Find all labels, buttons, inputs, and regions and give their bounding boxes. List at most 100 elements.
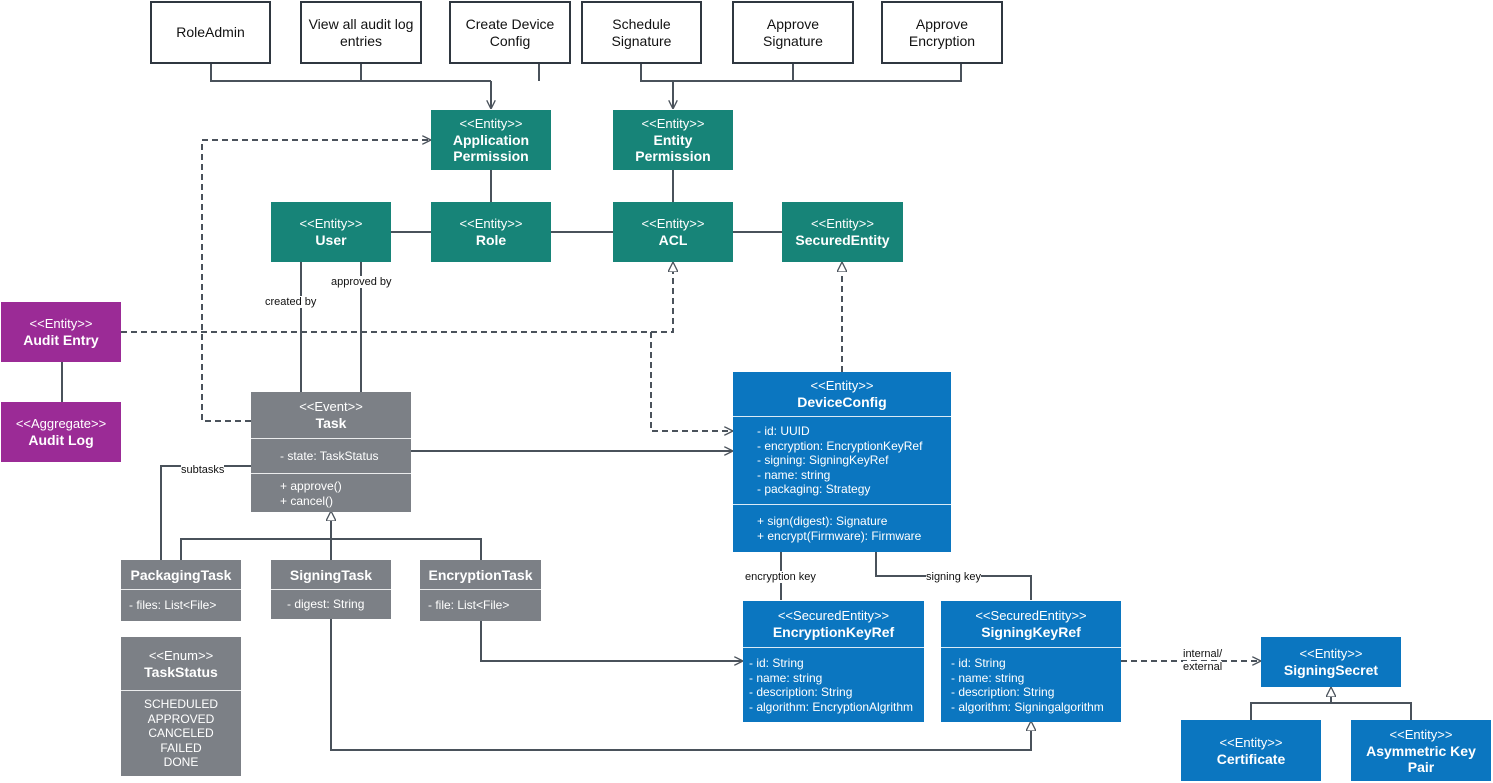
entity-name: SecuredEntity	[795, 232, 890, 248]
device-config-attributes: - id: UUID - encryption: EncryptionKeyRe…	[733, 416, 951, 504]
signing-task-header: SigningTask	[271, 560, 391, 589]
audit-entry-entity: <<Entity>> Audit Entry	[1, 302, 121, 362]
edge-label-created-by: created by	[265, 296, 317, 308]
edge-label-internal: internal/	[1183, 648, 1223, 660]
attribute: - packaging: Strategy	[757, 482, 871, 497]
edge-label-external: external	[1183, 661, 1223, 673]
enum-value: SCHEDULED	[143, 697, 218, 712]
signing-key-ref-attributes: - id: String - name: string - descriptio…	[941, 647, 1121, 722]
secured-entity-entity: <<Entity>> SecuredEntity	[782, 202, 903, 262]
approve-encryption-box: Approve Encryption	[881, 1, 1003, 64]
entity-name: PackagingTask	[130, 566, 232, 583]
stereotype: <<Entity>>	[459, 216, 523, 231]
edge-task-app-permission	[201, 140, 430, 422]
stereotype: <<Entity>>	[810, 378, 874, 393]
encryption-key-ref-attributes: - id: String - name: string - descriptio…	[743, 647, 924, 722]
entity-name-1: Entity	[653, 132, 693, 148]
attribute: - name: string	[749, 670, 823, 685]
packaging-task: PackagingTask - files: List<File>	[121, 560, 241, 621]
stereotype: <<Entity>>	[1389, 726, 1453, 742]
method: + cancel()	[280, 493, 334, 508]
attribute: - name: string	[951, 670, 1025, 685]
signing-secret-entity: <<Entity>> SigningSecret	[1261, 637, 1401, 687]
entity-name: DeviceConfig	[797, 394, 887, 410]
view-audit-label-1: View all audit log	[308, 15, 414, 32]
encryption-task: EncryptionTask - file: List<File>	[420, 560, 541, 621]
entity-name: Audit Log	[28, 432, 94, 448]
attribute: - description: String	[951, 685, 1055, 699]
entity-name-2: Permission	[453, 148, 529, 164]
task-status-header: <<Enum>> TaskStatus	[121, 637, 241, 690]
packaging-task-header: PackagingTask	[121, 560, 241, 589]
device-config-header: <<Entity>> DeviceConfig	[733, 372, 951, 416]
attribute: - files: List<File>	[129, 598, 217, 613]
attribute: - name: string	[757, 467, 831, 482]
attribute: - state: TaskStatus	[280, 448, 379, 463]
method: + approve()	[280, 479, 342, 493]
method: + encrypt(Firmware): Firmware	[757, 528, 922, 543]
create-device-label-2: Config	[489, 32, 531, 49]
edge-sig-task-keyref	[330, 619, 1031, 751]
schedule-signature-box: Schedule Signature	[581, 1, 702, 64]
stereotype: <<SecuredEntity>>	[777, 608, 890, 623]
entity-permission-entity: <<Entity>> Entity Permission	[613, 110, 733, 170]
attribute: - algorithm: Signingalgorithm	[951, 699, 1104, 714]
edge-schedule-sig	[640, 64, 962, 82]
schedule-signature-label-1: Schedule	[612, 15, 671, 32]
task-header: <<Event>> Task	[251, 392, 411, 438]
stereotype: <<SecuredEntity>>	[975, 608, 1087, 623]
approve-signature-label-1: Approve	[766, 15, 820, 32]
task-attributes: - state: TaskStatus	[251, 438, 411, 473]
attribute: - algorithm: EncryptionAlgrithm	[749, 699, 914, 714]
edge-audit-deviceconfig	[650, 332, 732, 431]
task-event: <<Event>> Task - state: TaskStatus + app…	[251, 392, 411, 512]
entity-name: SigningKeyRef	[981, 624, 1081, 640]
edge-label-signing-key: signing key	[926, 571, 982, 583]
approve-signature-label-2: Signature	[763, 32, 823, 49]
application-permission-entity: <<Entity>> Application Permission	[431, 110, 551, 170]
signing-task: SigningTask - digest: String	[271, 560, 391, 619]
edge-enc-task-keyref	[480, 621, 742, 661]
create-device-box: Create Device Config	[449, 1, 571, 64]
attribute: - id: String	[749, 656, 804, 670]
stereotype: <<Entity>>	[811, 216, 874, 231]
entity-name: Role	[475, 232, 507, 248]
acl-entity: <<Entity>> ACL	[613, 202, 733, 262]
attribute: - encryption: EncryptionKeyRef	[757, 438, 923, 453]
view-audit-box: View all audit log entries	[300, 1, 422, 64]
edge-roleadmin	[210, 64, 491, 82]
task-status-values: SCHEDULED APPROVED CANCELED FAILED DONE	[121, 690, 241, 776]
signing-task-attributes: - digest: String	[271, 589, 391, 619]
entity-name: TaskStatus	[144, 663, 218, 680]
edge-label-approved-by: approved by	[331, 276, 392, 288]
entity-name: Audit Entry	[23, 332, 99, 348]
approve-signature-box: Approve Signature	[732, 1, 854, 64]
stereotype: <<Entity>>	[1219, 734, 1283, 750]
edge-label-encryption-key: encryption key	[745, 571, 816, 583]
enum-value: FAILED	[160, 740, 202, 755]
role-admin-box: RoleAdmin	[150, 1, 271, 64]
stereotype: <<Enum>>	[148, 647, 214, 663]
stereotype: <<Entity>>	[641, 116, 705, 131]
attribute: - digest: String	[287, 597, 365, 612]
signing-key-ref-header: <<SecuredEntity>> SigningKeyRef	[941, 601, 1121, 647]
entity-name: User	[315, 232, 347, 248]
attribute: - description: String	[749, 685, 853, 699]
method: + sign(digest): Signature	[757, 514, 888, 528]
attribute: - id: String	[951, 656, 1006, 670]
stereotype: <<Aggregate>>	[15, 416, 107, 431]
role-entity: <<Entity>> Role	[431, 202, 551, 262]
entity-name: ACL	[658, 232, 688, 248]
entity-name: EncryptionTask	[428, 566, 533, 583]
entity-name: Task	[315, 415, 347, 431]
encryption-task-header: EncryptionTask	[420, 560, 541, 589]
entity-name-2: Pair	[1407, 758, 1435, 775]
audit-log-aggregate: <<Aggregate>> Audit Log	[1, 402, 121, 462]
signing-key-ref-entity: <<SecuredEntity>> SigningKeyRef - id: St…	[941, 601, 1121, 722]
stereotype: <<Entity>>	[29, 316, 93, 331]
task-status-enum: <<Enum>> TaskStatus SCHEDULED APPROVED C…	[121, 637, 241, 776]
edge-certificate-general	[1250, 702, 1412, 720]
enum-value: DONE	[163, 755, 199, 770]
